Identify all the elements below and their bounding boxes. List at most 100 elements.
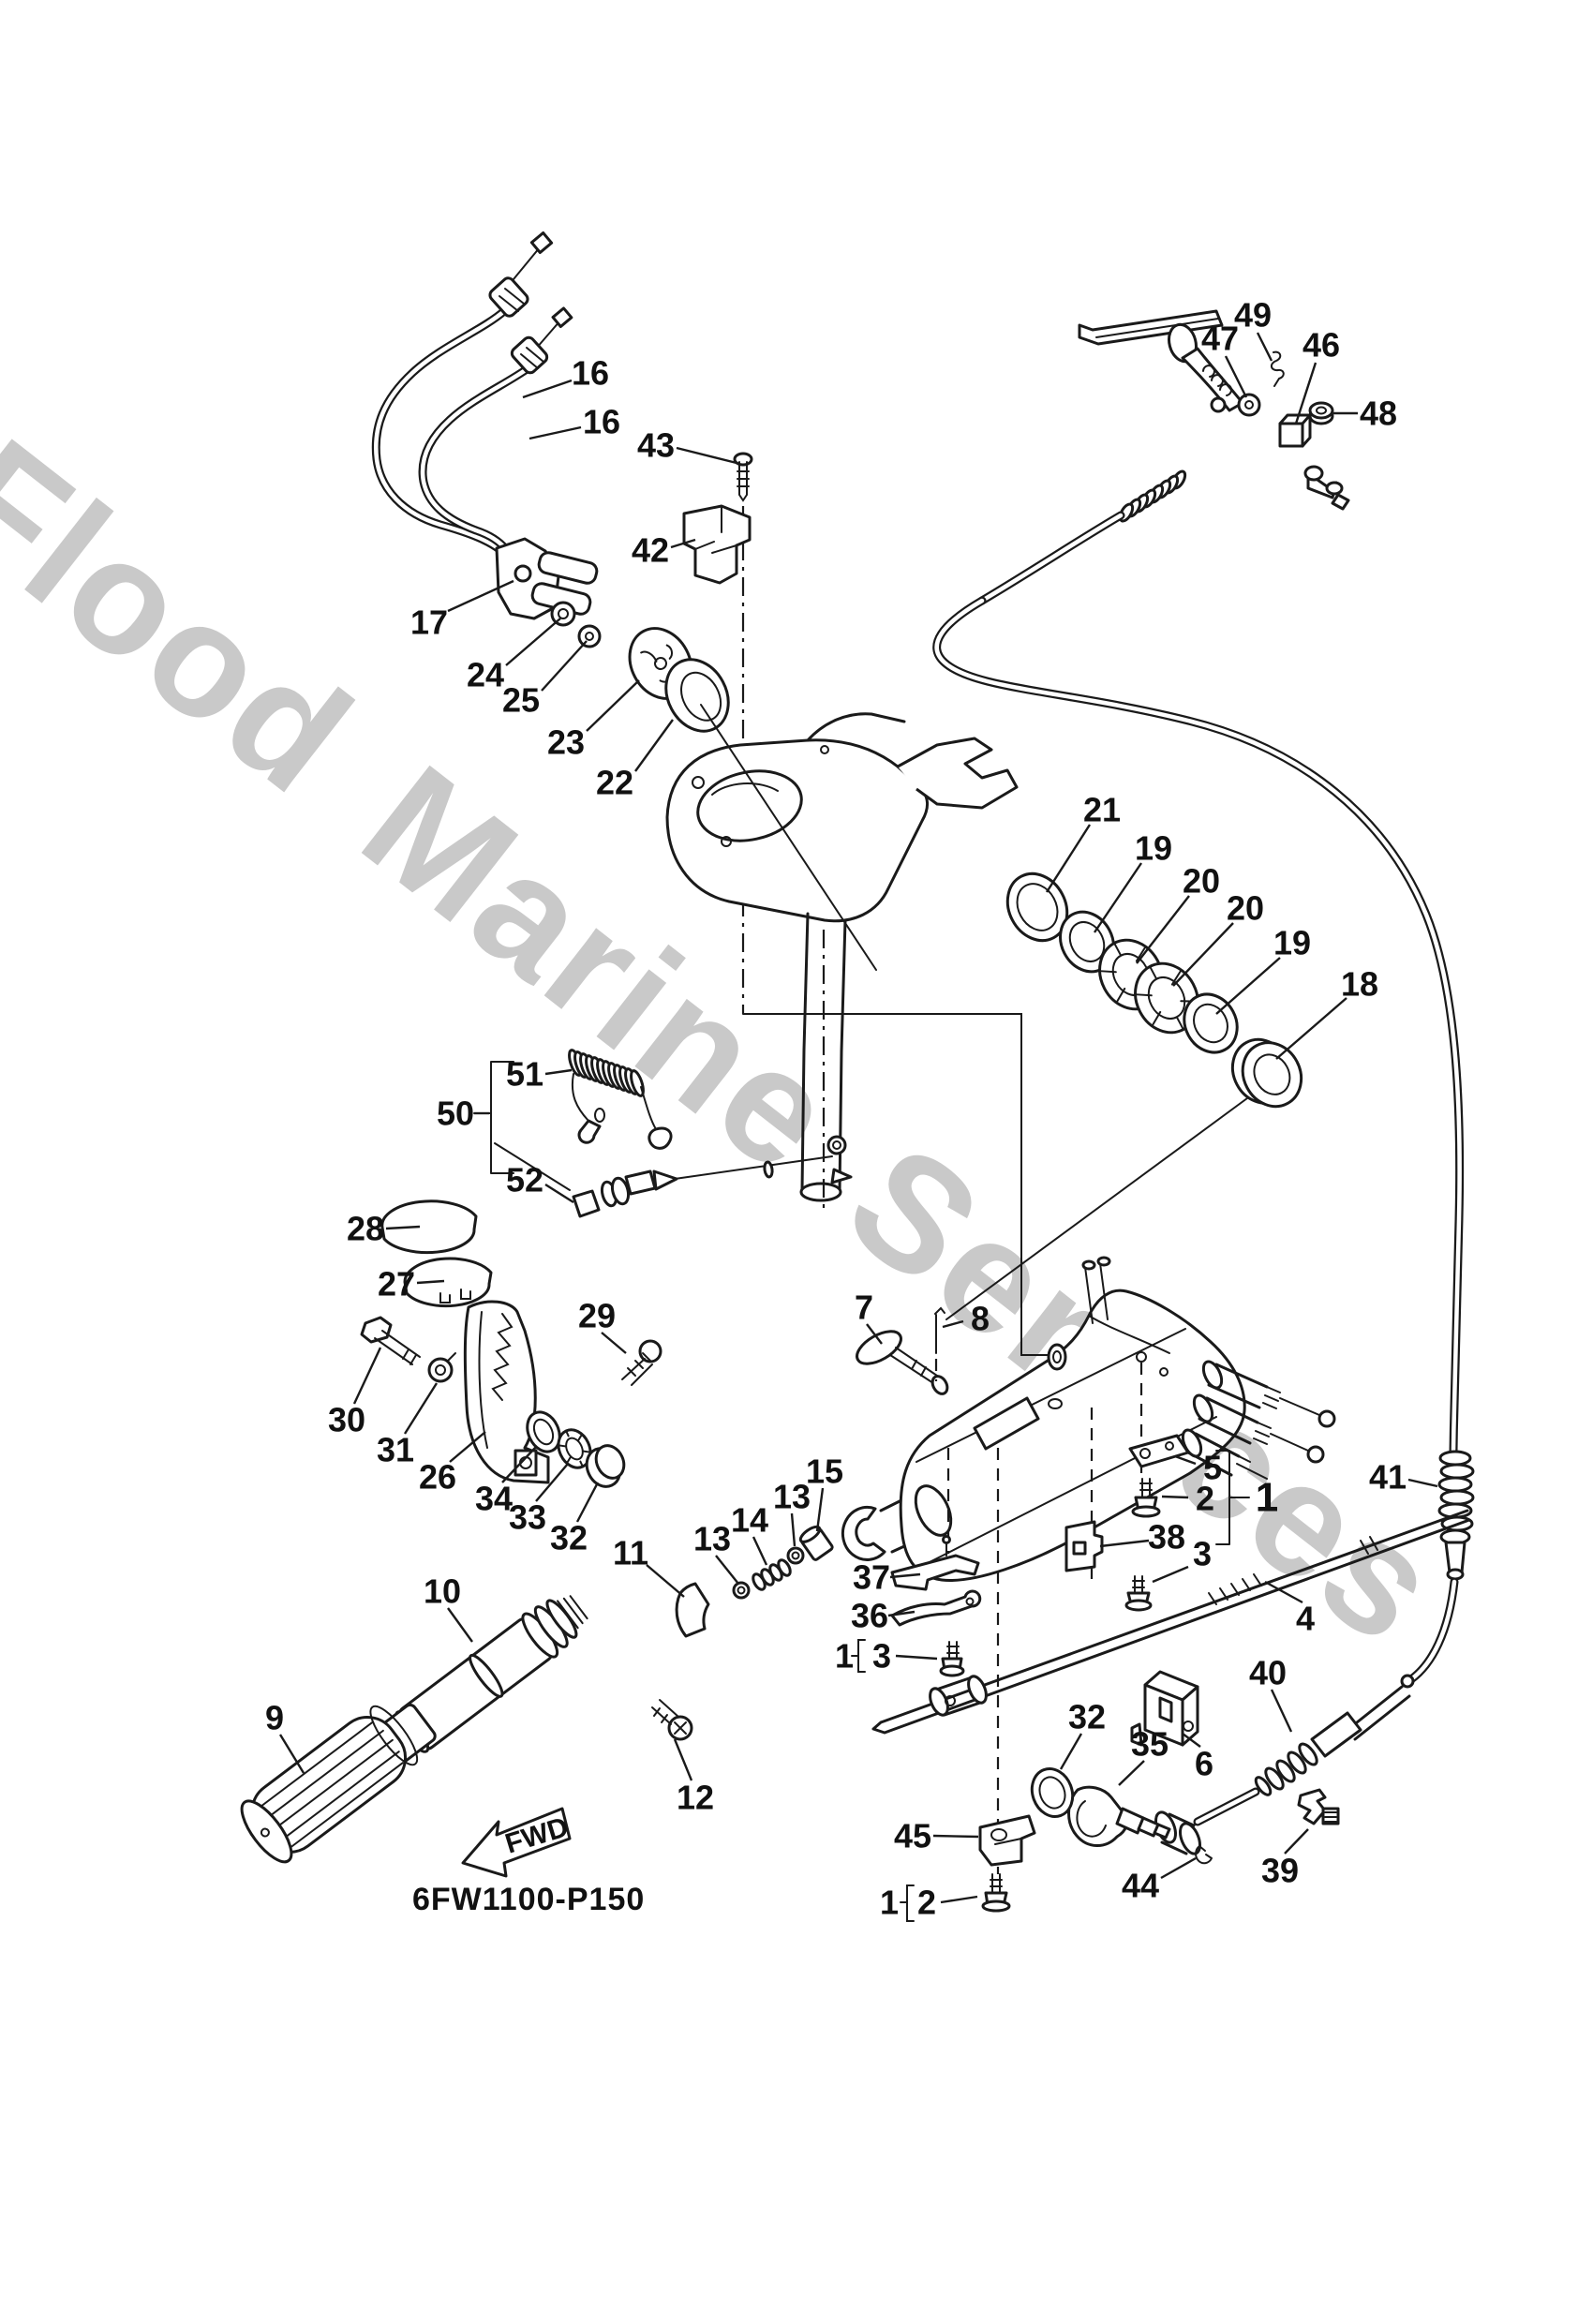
callout-label-1: 1 [1256,1475,1278,1521]
cable-block-46 [1278,413,1312,448]
leader-line-49 [1256,332,1273,362]
fwd-arrow-label: FWD [501,1811,572,1860]
callout-label-21: 21 [1083,791,1121,829]
callout-label-28: 28 [347,1210,384,1248]
leader-line-7 [866,1323,883,1345]
cable-end-holder-17 [495,537,599,620]
clamp-45 [978,1814,1036,1867]
cable-guide-lug [1303,465,1350,511]
callout-label-13: 13 [693,1520,731,1558]
callout-label-29: 29 [578,1297,616,1335]
leader-line-20 [1136,895,1190,964]
leader-line-23 [586,679,640,732]
drag-rod-4 [871,1509,1471,1735]
callout-label-39: 39 [1261,1852,1299,1890]
callout-label-44: 44 [1122,1867,1159,1905]
callout-label-3: 3 [1193,1535,1212,1573]
leader-line-9 [278,1734,305,1774]
leader-line-5 [1174,1454,1197,1466]
damper-35 [1067,1785,1171,1847]
callout-label-8: 8 [971,1300,990,1338]
leader-line-42 [670,538,696,549]
callout-label-31: 31 [377,1431,414,1469]
bracket-37 [890,1535,980,1591]
screw-12 [651,1699,693,1741]
callout-label-3: 3 [872,1637,891,1676]
leader-line-24 [505,618,561,666]
part-code-caption: 6FW1100-P150 [412,1882,646,1917]
cap-32 [585,1444,626,1488]
callout-label-42: 42 [632,531,669,570]
caps-28-27 [380,1199,493,1308]
leader-line-21 [1045,824,1092,893]
callout-label-16: 16 [572,354,609,393]
cable-bosses [1181,1360,1336,1480]
leader-line-14 [752,1536,768,1566]
screw-43 [733,452,753,502]
callout-label-17: 17 [410,603,448,642]
callout-label-13: 13 [773,1478,811,1516]
callout-label-15: 15 [806,1452,843,1491]
grommet-32b [1030,1767,1075,1818]
group-bracket-1-2 [900,1885,915,1922]
cable-rib-section [1118,469,1187,523]
callout-label-37: 37 [853,1558,890,1597]
callout-label-19: 19 [1135,829,1172,868]
cable-clamp-42 [682,504,752,585]
tiller-housing [899,1256,1336,1582]
leader-line-34 [501,1446,537,1483]
swivel-bracket [665,712,1019,1214]
bolt-3 [1124,1575,1153,1612]
leader-line-45 [932,1834,979,1839]
callout-label-34: 34 [475,1480,513,1518]
leader-line-38 [1099,1539,1150,1548]
throttle-cables [371,231,573,593]
callout-label-32: 32 [1068,1698,1106,1736]
leader-line-15 [815,1487,825,1532]
leader-line-27 [416,1279,445,1285]
group-bracket-1-3 [851,1639,866,1673]
leader-line-37 [889,1572,921,1579]
callout-label-1: 1 [880,1884,899,1922]
leader-line-19 [1215,957,1281,1015]
callout-label-16: 16 [583,403,620,441]
cable-boot-41 [1437,1450,1475,1581]
throttle-friction-clamp-26 [463,1300,550,1484]
e-clip-44 [1195,1845,1213,1865]
leader-line-20 [1172,922,1234,987]
leader-line-46 [1294,362,1317,425]
leader-line-13 [715,1555,739,1585]
bolt-2 [1131,1478,1161,1518]
callout-label-41: 41 [1369,1458,1407,1497]
callout-label-52: 52 [506,1161,543,1199]
screw-1-3 [939,1641,965,1677]
leader-line-4 [1264,1580,1303,1604]
leader-line-26 [449,1431,486,1463]
leader-line-29 [601,1332,627,1354]
cotter-pin-8 [934,1306,945,1381]
callout-label-2: 2 [1196,1480,1214,1518]
leader-line-40 [1270,1689,1293,1733]
lever-36 [890,1589,982,1627]
nuts-24-25 [550,601,602,648]
leader-line-11 [646,1564,685,1598]
callout-label-12: 12 [677,1779,714,1817]
plate-5 [1128,1434,1190,1468]
leader-line-12 [673,1738,693,1781]
callout-label-19: 19 [1273,924,1311,962]
callout-label-1: 1 [835,1637,854,1676]
leader-line-22 [634,719,674,772]
callout-label-6: 6 [1195,1745,1213,1783]
leader-line-3 [895,1654,938,1661]
leader-line-47 [1224,355,1248,398]
leader-line-43 [676,446,737,465]
leader-line-51 [544,1068,573,1076]
leader-line-17 [447,579,514,613]
leader-line-8 [942,1319,964,1329]
pointer-line-22 [700,704,877,971]
callout-label-27: 27 [378,1265,415,1304]
washer-31 [427,1352,456,1383]
callout-label-5: 5 [1203,1449,1222,1487]
stop-switch-50 [572,1135,853,1218]
